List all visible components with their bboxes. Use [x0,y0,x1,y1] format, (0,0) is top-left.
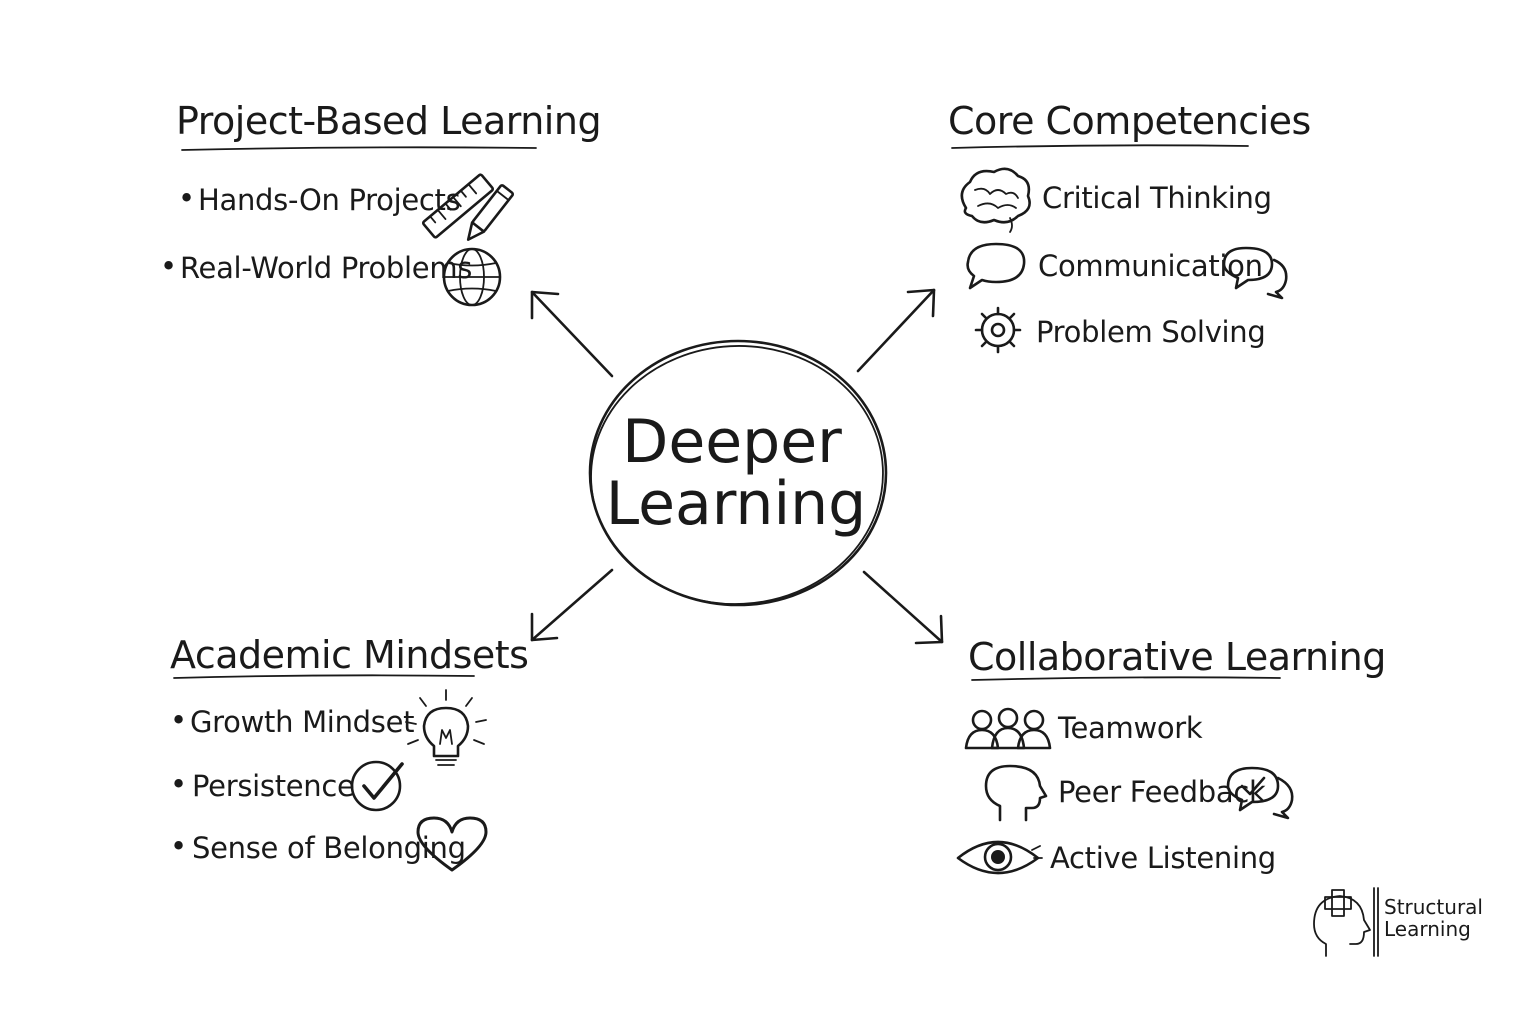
arrow-to-project-based [530,290,614,378]
branch-title: Academic Mindsets [170,633,528,677]
center-circle [588,339,888,607]
heart-icon [416,816,488,872]
branch-title: Core Competencies [948,99,1311,143]
speech-bubbles-icon [1222,246,1288,300]
gear-icon [974,306,1022,354]
list-item-label: Growth Mindset [190,705,414,739]
branch-core-competencies: Core Competencies Critical Thinking Comm… [948,99,1311,354]
bullet: • [178,181,195,215]
arrow-to-core-competencies [856,288,936,373]
checkmark-circle-icon [350,760,404,812]
list-item-label: Problem Solving [1036,315,1266,349]
head-profile-icon [984,764,1048,822]
center-node: Deeper Learning [588,339,888,607]
logo-text-line1: Structural [1384,895,1483,919]
lightbulb-icon [405,689,487,766]
branch-collaborative: Collaborative Learning Teamwork Peer Fee… [956,635,1386,875]
bullet: • [170,829,187,863]
people-group-icon [964,707,1052,750]
title-underline [181,146,537,151]
puzzle-cross-icon [1324,889,1352,917]
title-underline [951,144,1249,149]
speech-bubble-icon [966,242,1026,290]
ruler-pencil-icon [421,173,515,241]
list-item-label: Critical Thinking [1042,181,1272,215]
title-underline [173,674,475,679]
feedback-bubbles-icon [1226,766,1294,820]
branch-title: Collaborative Learning [968,635,1386,679]
branch-academic-mindsets: Academic Mindsets • Growth Mindset • Per… [170,633,529,872]
list-item-label: Teamwork [1057,711,1203,745]
arrow-to-collaborative [862,570,944,645]
eye-icon [956,840,1043,875]
center-circle-sketch [590,345,884,605]
branch-title: Project-Based Learning [176,99,601,143]
brain-icon [960,167,1031,233]
list-item-label: Peer Feedback [1058,775,1266,809]
bullet: • [170,703,187,737]
structural-learning-logo: Structural Learning [1313,887,1483,957]
list-item-label: Active Listening [1050,841,1276,875]
title-underline [971,676,1281,681]
logo-text-line2: Learning [1384,917,1471,941]
bullet: • [170,767,187,801]
list-item-label: Hands-On Projects [198,183,460,217]
globe-icon [442,247,502,307]
list-item-label: Real-World Problems [180,251,472,285]
center-label-line1: Deeper [622,407,842,477]
branch-project-based: Project-Based Learning • Hands-On Projec… [160,99,602,307]
arrow-to-academic-mindsets [530,568,614,642]
list-item-label: Persistence [192,769,355,803]
bullet: • [160,249,177,283]
center-label-line2: Learning [606,469,866,539]
